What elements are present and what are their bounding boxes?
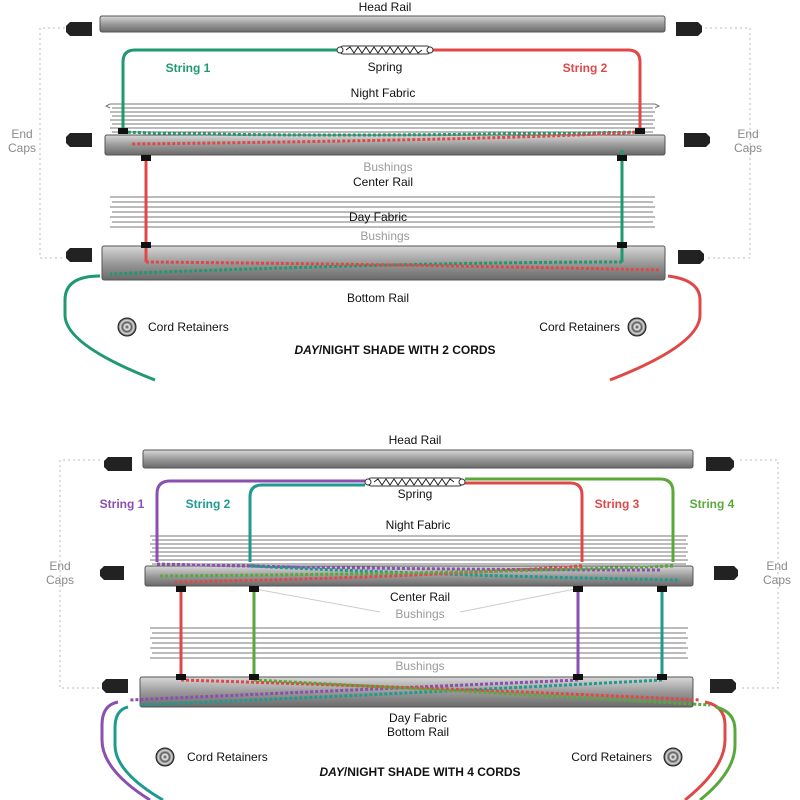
spring-label: Spring	[398, 487, 433, 501]
cord-retainer-icon	[155, 747, 175, 767]
diagram-title: DAY/NIGHT SHADE WITH 4 CORDS	[319, 765, 520, 779]
two-cord-diagram: Head Rail End Caps End Caps Night Fabric…	[8, 0, 762, 382]
head-rail-label: Head Rail	[359, 0, 412, 14]
string-2-label: String 2	[563, 61, 608, 75]
bushing	[635, 128, 645, 134]
title-italic-part: DAY	[294, 343, 319, 357]
bushing	[657, 586, 667, 592]
end-caps-bracket-left	[59, 459, 100, 689]
spring-icon	[364, 477, 466, 487]
end-caps-label-line1: End	[11, 127, 32, 141]
string-1-label: String 1	[100, 497, 145, 511]
end-cap-icon	[714, 566, 738, 580]
bushing	[249, 674, 259, 680]
night-fabric-label: Night Fabric	[386, 518, 451, 532]
string-2-cord	[129, 48, 702, 382]
diagram-title: DAY/NIGHT SHADE WITH 2 CORDS	[294, 343, 495, 357]
cord-retainers-label-left: Cord Retainers	[187, 750, 268, 764]
end-cap-icon	[706, 457, 734, 471]
cord-retainer-icon	[663, 747, 683, 767]
bottom-rail-label: Bottom Rail	[347, 291, 409, 305]
end-caps-label-line1: End	[766, 559, 787, 573]
title-rest-part: /NIGHT SHADE WITH 4 CORDS	[344, 765, 521, 779]
day-fabric	[110, 196, 655, 228]
bottom-rail-label: Bottom Rail	[387, 725, 449, 739]
day-fabric	[150, 627, 688, 659]
end-cap-icon	[684, 133, 710, 147]
center-rail	[104, 134, 666, 156]
end-caps-label-line2: Caps	[46, 573, 74, 587]
day-fabric-label: Day Fabric	[389, 711, 447, 725]
end-caps-bracket-right	[705, 27, 751, 259]
cord-retainer-icon	[627, 317, 647, 337]
string-3-label: String 3	[595, 497, 640, 511]
bushing	[573, 586, 583, 592]
end-caps-label-line2: Caps	[734, 141, 762, 155]
end-caps-label-line1: End	[737, 127, 758, 141]
head-rail-label: Head Rail	[389, 433, 442, 447]
end-cap-icon	[66, 248, 92, 262]
bushing	[573, 674, 583, 680]
center-rail-label: Center Rail	[390, 590, 450, 604]
bushings-label: Bushings	[363, 160, 412, 174]
head-rail	[142, 449, 694, 469]
bushings-label: Bushings	[395, 659, 444, 673]
night-fabric	[104, 103, 661, 133]
string-2-label: String 2	[186, 497, 231, 511]
bushings-label: Bushings	[360, 229, 409, 243]
head-rail	[99, 15, 666, 33]
string-4-cord	[159, 477, 737, 800]
end-cap-icon	[102, 679, 128, 693]
title-italic-part: DAY	[319, 765, 344, 779]
end-caps-label-line1: End	[49, 559, 70, 573]
bushing	[141, 155, 151, 161]
end-cap-icon	[104, 457, 132, 471]
bushings-pointer	[249, 587, 581, 613]
spring-icon	[336, 45, 434, 55]
bushing	[176, 674, 186, 680]
bushing	[657, 674, 667, 680]
end-cap-icon	[710, 679, 736, 693]
end-caps-label-line2: Caps	[763, 573, 791, 587]
cord-retainers-label-right: Cord Retainers	[539, 320, 620, 334]
bushing	[249, 586, 259, 592]
bushing	[141, 242, 151, 248]
string-1-cord	[100, 479, 661, 800]
end-cap-icon	[676, 22, 702, 36]
string-1-label: String 1	[166, 61, 211, 75]
night-fabric	[150, 535, 688, 565]
string-2-cord	[113, 483, 681, 800]
string-4-label: String 4	[690, 497, 735, 511]
four-cord-diagram: Head Rail End Caps End Caps Night Fabric…	[46, 433, 791, 800]
center-rail-label: Center Rail	[353, 175, 413, 189]
night-fabric-label: Night Fabric	[351, 86, 416, 100]
bushings-label: Bushings	[395, 607, 444, 621]
cord-retainers-label-right: Cord Retainers	[571, 750, 652, 764]
title-rest-part: /NIGHT SHADE WITH 2 CORDS	[319, 343, 496, 357]
bushing	[617, 155, 627, 161]
bushing	[118, 128, 128, 134]
end-cap-icon	[100, 566, 124, 580]
end-caps-label-line2: Caps	[8, 141, 36, 155]
spring-label: Spring	[368, 60, 403, 74]
end-caps-bracket-right	[740, 459, 779, 689]
bushing	[176, 586, 186, 592]
bottom-rail	[101, 245, 666, 281]
bushing	[617, 242, 627, 248]
end-caps-bracket-left	[39, 27, 65, 259]
end-cap-icon	[678, 250, 704, 264]
end-cap-icon	[66, 22, 92, 36]
cord-retainer-icon	[117, 317, 137, 337]
day-fabric-label: Day Fabric	[349, 210, 407, 224]
cord-retainers-label-left: Cord Retainers	[148, 320, 229, 334]
end-cap-icon	[66, 133, 92, 147]
